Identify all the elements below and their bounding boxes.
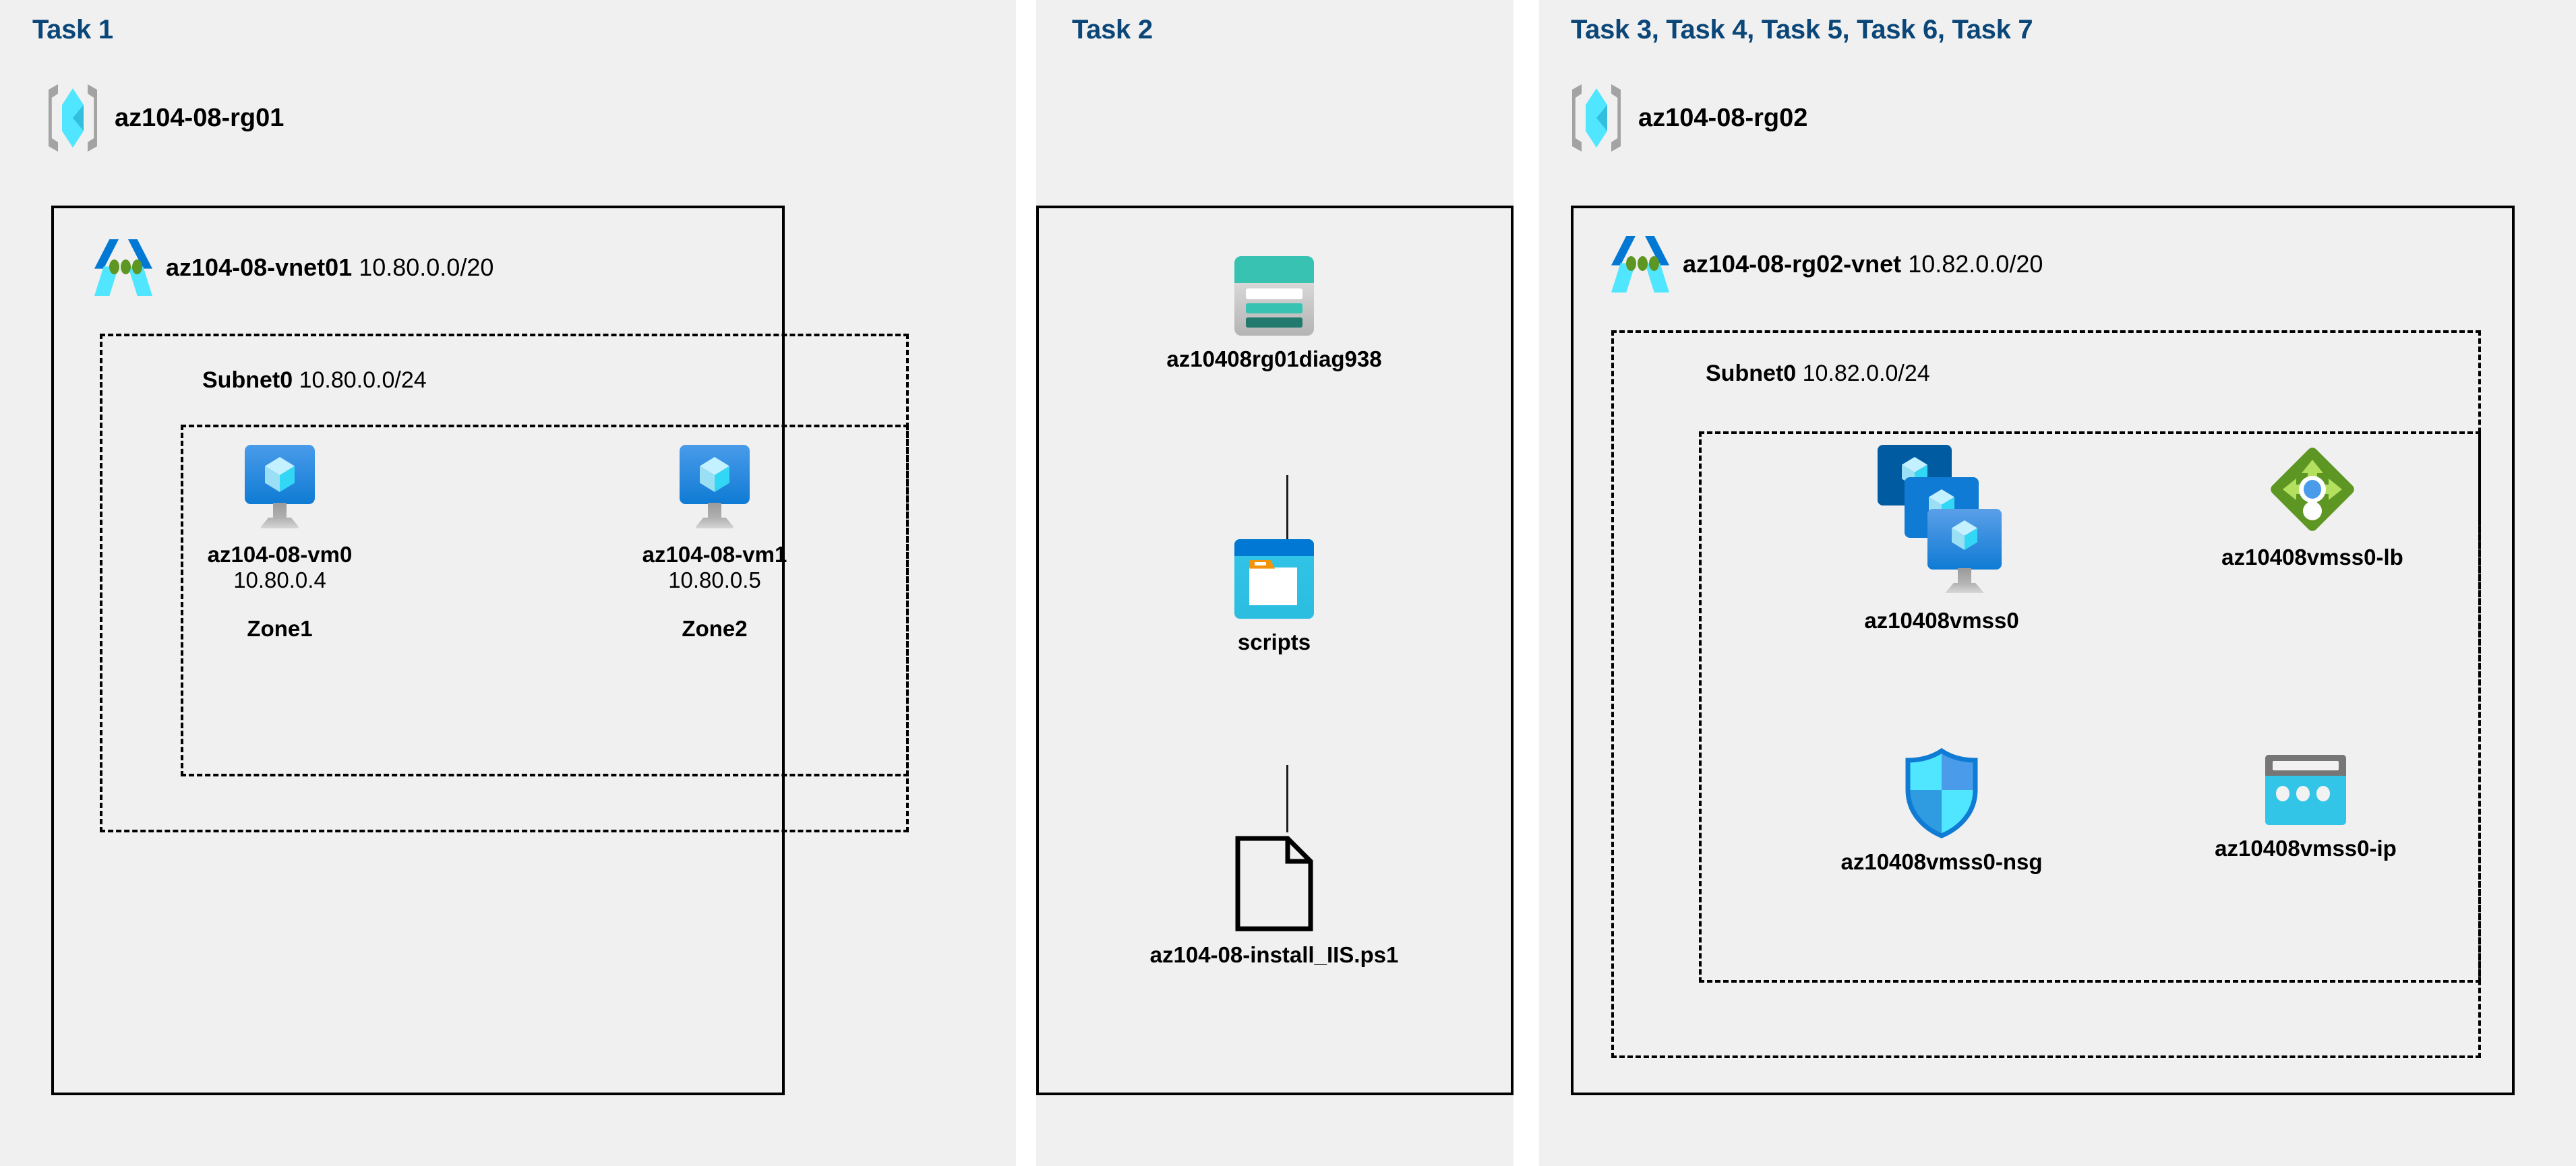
vm-scale-set-name: az10408vmss0 [1864, 608, 2019, 633]
public-ip-address-icon [2265, 755, 2346, 825]
virtual-network-icon [94, 239, 152, 296]
vm1-name: az104-08-vm1 [642, 542, 787, 567]
virtual-machine-icon [239, 445, 320, 531]
virtual-machine-icon [674, 445, 755, 531]
load-balancer-name: az10408vmss0-lb [2221, 545, 2403, 570]
task1-heading: Task 1 [32, 15, 113, 44]
subnet0-name-rg02: Subnet0 [1706, 361, 1797, 386]
vm0-zone: Zone1 [247, 616, 313, 641]
storage-to-container-connector [1286, 475, 1288, 539]
subnet0-label-rg01: Subnet0 10.80.0.0/24 [202, 367, 427, 394]
task1-panel [0, 0, 1016, 1166]
vnet01-header: az104-08-vnet01 10.80.0.0/20 [94, 239, 493, 296]
resource-group-rg02-label: az104-08-rg02 [1638, 103, 1808, 132]
vmss-group-boundary [1699, 431, 2481, 983]
storage-boundary [1036, 206, 1514, 1095]
rg02-vnet-name: az104-08-rg02-vnet [1683, 250, 1902, 278]
rg02-vnet-header: az104-08-rg02-vnet 10.82.0.0/20 [1611, 236, 2043, 293]
public-ip-address-name: az10408vmss0-ip [2215, 836, 2397, 861]
task3-7-heading: Task 3, Task 4, Task 5, Task 6, Task 7 [1571, 15, 2033, 44]
resource-group-rg01-label: az104-08-rg01 [115, 103, 284, 132]
resource-group-icon [47, 84, 98, 152]
script-file-icon [1235, 836, 1313, 931]
network-security-group-name: az10408vmss0-nsg [1840, 849, 2043, 874]
vm-group-boundary [181, 425, 909, 776]
vm0-name: az104-08-vm0 [207, 542, 353, 567]
network-security-group-node: az10408vmss0-nsg [1800, 748, 2083, 875]
vnet01-label: az104-08-vnet01 10.80.0.0/20 [166, 253, 493, 282]
rg02-vnet-label: az104-08-rg02-vnet 10.82.0.0/20 [1683, 250, 2043, 278]
rg02-vnet-cidr: 10.82.0.0/20 [1908, 250, 2043, 278]
load-balancer-icon [2268, 445, 2357, 534]
subnet0-cidr-rg02: 10.82.0.0/24 [1802, 361, 1930, 386]
vm1-zone: Zone2 [682, 616, 748, 641]
subnet0-cidr-rg01: 10.80.0.0/24 [299, 367, 427, 393]
storage-account-name: az10408rg01diag938 [1166, 346, 1382, 371]
vm-node-vm0: az104-08-vm0 10.80.0.4 Zone1 [192, 445, 367, 642]
container-to-file-connector [1286, 765, 1288, 832]
resource-group-rg01: az104-08-rg01 [47, 84, 284, 152]
subnet0-label-rg02: Subnet0 10.82.0.0/24 [1706, 361, 1930, 387]
resource-group-icon [1571, 84, 1622, 152]
task2-heading: Task 2 [1072, 15, 1153, 44]
vm0-ip: 10.80.0.4 [233, 567, 326, 592]
vnet01-cidr: 10.80.0.0/20 [359, 253, 494, 281]
blob-container-node: scripts [1193, 539, 1355, 655]
script-file-node: az104-08-install_IIS.ps1 [1079, 836, 1470, 968]
blob-container-icon [1234, 539, 1314, 619]
vm-node-vm1: az104-08-vm1 10.80.0.5 Zone2 [627, 445, 802, 642]
script-file-name: az104-08-install_IIS.ps1 [1149, 942, 1399, 967]
rg02-vnet-boundary [1571, 206, 2515, 1095]
public-ip-address-node: az10408vmss0-ip [2164, 755, 2447, 861]
load-balancer-node: az10408vmss0-lb [2171, 445, 2454, 570]
subnet0-name-rg01: Subnet0 [202, 367, 293, 393]
task3-7-panel [1539, 0, 2576, 1166]
vnet01-name: az104-08-vnet01 [166, 253, 353, 281]
virtual-network-icon [1611, 236, 1669, 293]
resource-group-rg02: az104-08-rg02 [1571, 84, 1807, 152]
blob-container-name: scripts [1237, 630, 1311, 654]
network-security-group-icon [1903, 748, 1981, 838]
storage-account-node: az10408rg01diag938 [1160, 256, 1389, 372]
vm-scale-set-icon [1878, 445, 2006, 593]
vm-scale-set-node: az10408vmss0 [1800, 445, 2083, 634]
vnet01-boundary [51, 206, 785, 1095]
vm1-ip: 10.80.0.5 [668, 567, 761, 592]
storage-account-icon [1234, 256, 1314, 336]
